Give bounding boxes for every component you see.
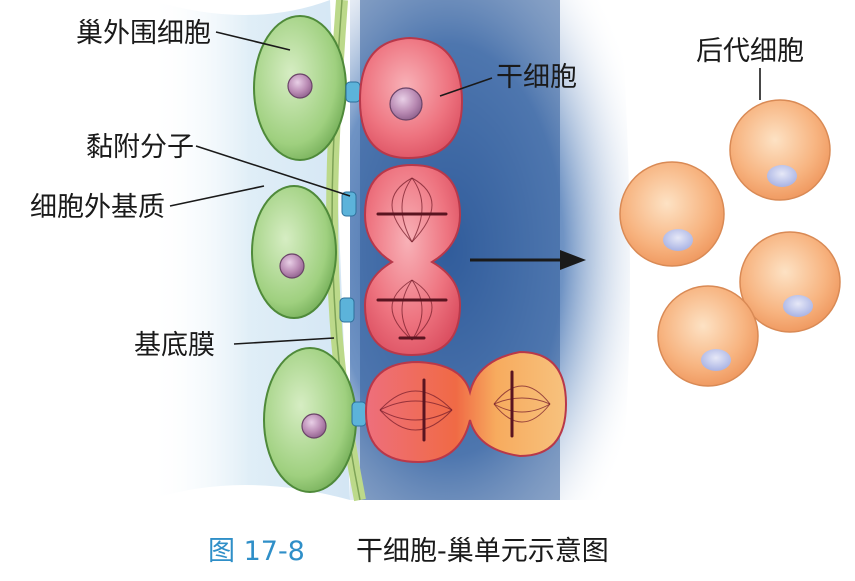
asymmetric-dividing-cell bbox=[364, 350, 568, 464]
niche-cell-nucleus bbox=[287, 73, 313, 99]
label-stem-cell: 干细胞 bbox=[496, 62, 577, 93]
progeny-cell-3 bbox=[739, 231, 841, 333]
differentiation-arrow bbox=[470, 250, 586, 270]
leader-niche-cell bbox=[215, 31, 291, 51]
niche-cell-2 bbox=[251, 185, 337, 319]
label-basement-membrane: 基底膜 bbox=[134, 330, 215, 361]
niche-cell-1 bbox=[253, 15, 347, 161]
stem-cell-top bbox=[358, 36, 464, 160]
progeny-cell-1 bbox=[729, 99, 831, 201]
niche-cell-3 bbox=[263, 347, 357, 493]
leader-ecm bbox=[169, 185, 265, 207]
leader-basement bbox=[233, 337, 335, 345]
leader-adhesion bbox=[195, 145, 351, 197]
figure-caption: 干细胞-巢单元示意图 bbox=[356, 536, 609, 567]
label-adhesion-molecule: 黏附分子 bbox=[86, 132, 194, 163]
dividing-stem-cell bbox=[363, 163, 462, 357]
label-ecm: 细胞外基质 bbox=[30, 192, 165, 223]
label-niche-cell: 巢外围细胞 bbox=[76, 18, 211, 49]
progeny-cell-4 bbox=[657, 285, 759, 387]
leader-stem-cell bbox=[439, 77, 493, 97]
label-progeny-cells: 后代细胞 bbox=[696, 36, 804, 67]
figure-number: 图 17-8 bbox=[208, 536, 305, 567]
progeny-cell-2 bbox=[619, 161, 725, 267]
